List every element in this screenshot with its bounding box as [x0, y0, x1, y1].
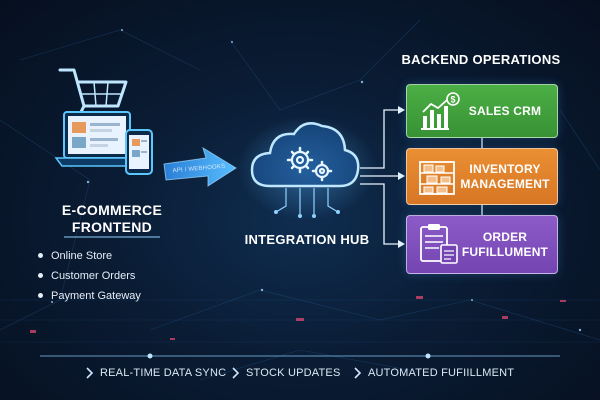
backend-title: BACKEND OPERATIONS	[401, 52, 561, 67]
list-item: Online Store	[34, 246, 174, 266]
laptop-icon	[54, 111, 140, 167]
inventory-management-card: INVENTORY MANAGEMENT	[406, 148, 558, 205]
order-fulfillment-label: ORDER FUFILLUMENT	[461, 229, 549, 259]
list-item-label: Payment Gateway	[51, 290, 141, 302]
chevron-right-icon	[232, 367, 240, 379]
svg-text:$: $	[450, 95, 455, 105]
clipboard-checklist-icon	[420, 224, 458, 264]
list-item: Payment Gateway	[34, 286, 174, 306]
hub-title: INTEGRATION HUB	[244, 232, 370, 247]
footer-item-automated-fulfillment: AUTOMATED FUFIILLMENT	[368, 367, 515, 379]
phone-icon	[125, 129, 153, 175]
bullet-icon	[38, 253, 43, 258]
sales-crm-label: SALES CRM	[468, 103, 542, 118]
inventory-management-label: INVENTORY MANAGEMENT	[460, 161, 550, 191]
frontend-feature-list: Online Store Customer Orders Payment Gat…	[34, 246, 174, 306]
chevron-right-icon	[86, 367, 94, 379]
sales-crm-card: $ SALES CRM	[406, 84, 558, 138]
list-item: Customer Orders	[34, 266, 174, 286]
bullet-icon	[38, 273, 43, 278]
footer-features: REAL-TIME DATA SYNC STOCK UPDATES AUTOMA…	[0, 361, 600, 385]
frontend-title: E-COMMERCE FRONTEND	[61, 202, 163, 235]
bar-chart-icon: $	[421, 92, 460, 130]
footer-item-data-sync: REAL-TIME DATA SYNC	[100, 367, 227, 379]
list-item-label: Customer Orders	[51, 270, 136, 282]
list-item-label: Online Store	[51, 250, 113, 262]
footer-item-stock-updates: STOCK UPDATES	[246, 367, 341, 379]
bullet-icon	[38, 293, 43, 298]
order-fulfillment-card: ORDER FUFILLUMENT	[406, 215, 558, 274]
shopping-cart-icon	[58, 68, 128, 116]
api-arrow	[163, 146, 237, 187]
chevron-right-icon	[354, 367, 362, 379]
warehouse-shelf-icon	[419, 161, 455, 195]
